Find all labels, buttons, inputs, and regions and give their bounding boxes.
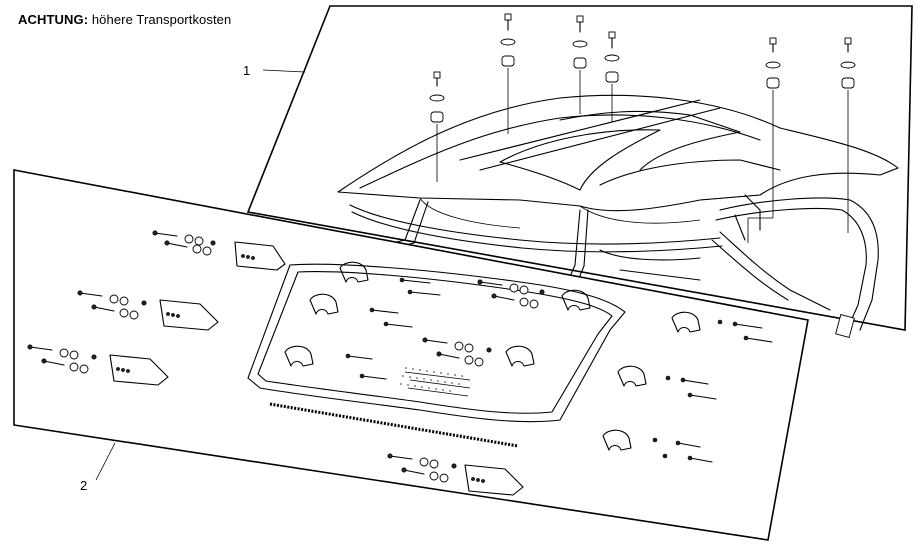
panel-2-outline	[13, 169, 809, 541]
panel-1-outline	[246, 5, 913, 331]
callout-label-2[interactable]: 2	[80, 478, 88, 493]
vent-pattern	[400, 367, 463, 392]
roof-canopy	[337, 94, 899, 229]
warning-note: ACHTUNG: höhere Transportkosten	[18, 12, 231, 27]
panel-2-rear-panel-assembly	[13, 169, 809, 541]
hinge-brackets	[109, 241, 524, 496]
roof-fastener-stacks	[429, 13, 856, 243]
fastener-groups	[27, 230, 773, 483]
panel-1-roof-assembly	[246, 5, 913, 339]
callout-leaders	[95, 69, 306, 481]
callout-label-1[interactable]: 1	[243, 63, 251, 78]
rear-plate	[247, 263, 626, 423]
warning-text: höhere Transportkosten	[88, 12, 232, 27]
warning-label: ACHTUNG:	[18, 12, 89, 27]
mounting-clips	[284, 261, 701, 451]
cab-frame	[299, 194, 879, 339]
